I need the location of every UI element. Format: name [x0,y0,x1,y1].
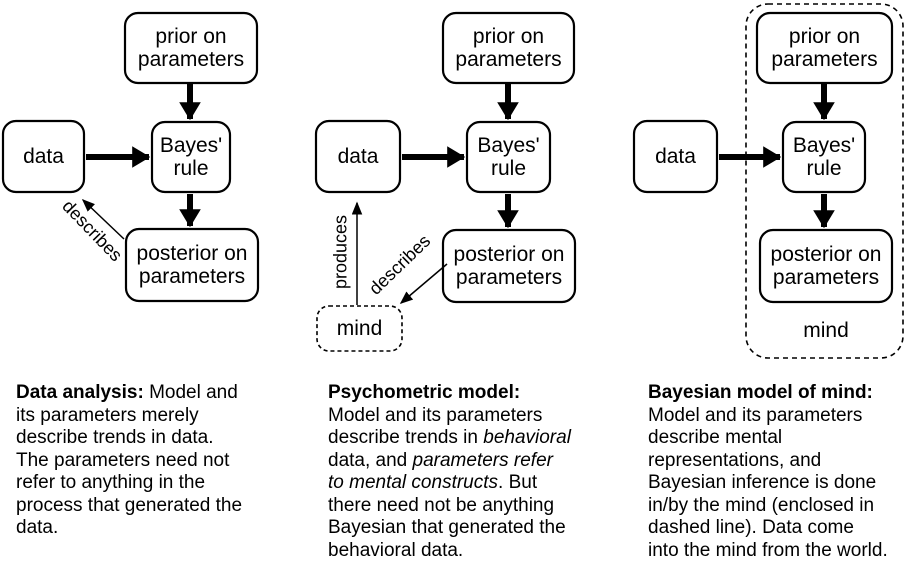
p2-data-box-label: data [337,145,379,168]
caption-line: The parameters need not [16,449,230,471]
p1-arrow-posterior-describes-data [81,198,125,240]
caption-line: dashed line). Data come [648,517,854,538]
caption-line: Model and its parameters [648,404,863,426]
p2-produces-edge-label: produces [330,214,351,290]
caption-line: describe mental [648,427,783,448]
caption-line: Psychometric model: [328,382,521,403]
p2-arrow-posterior-describes-mind [399,263,448,304]
p1-bayes-rule-box [150,120,232,194]
caption-line: into the mind from the world. [648,539,888,561]
caption-psychometric-model: Psychometric model:Model and its paramet… [328,382,613,562]
p3-bayes-rule-box [781,120,867,194]
caption-line: Bayesian inference is done [648,472,877,493]
p2-bayes-rule-box [465,120,552,194]
p3-bayes-rule-box-label: Bayes' rule [792,134,856,180]
p2-data-box [314,119,402,194]
p3-prior-box [755,11,894,85]
caption-line: Bayesian model of mind: [648,382,873,403]
p1-bayes-rule-box-label: Bayes' rule [159,134,223,180]
p2-mind-box-label: mind [336,317,383,340]
caption-line: process that generated the [16,494,243,516]
caption-line: Data analysis: Model and [16,382,238,403]
p1-posterior-box [124,227,260,303]
caption-line: its parameters merely [16,404,199,426]
caption-line: there need not be anything [328,494,555,516]
p2-posterior-box-label: posterior on parameters [453,243,565,289]
caption-line: refer to anything in the [16,472,206,493]
p3-posterior-box [758,228,894,304]
p3-mind-enclosure-label: mind [803,319,849,342]
p2-prior-box-label: prior on parameters [455,25,562,71]
p2-mind-dashed-box [316,305,403,352]
caption-line: to mental constructs. But [328,472,538,493]
caption-line: data. [16,517,59,538]
p3-prior-box-label: prior on parameters [771,25,878,71]
caption-line: Model and its parameters [328,404,543,426]
caption-line: Bayesian that generated the [328,517,566,538]
p2-prior-box [441,11,576,85]
caption-line: behavioral data. [328,539,464,561]
p3-data-box-label: data [655,145,696,168]
caption-bayesian-model-of-mind: Bayesian model of mind:Model and its par… [648,382,918,562]
caption-line: describe trends in behavioral [328,427,571,448]
p1-posterior-box-label: posterior on parameters [136,242,248,288]
caption-line: describe trends in data. [16,427,214,448]
p1-data-box-label: data [23,145,64,168]
caption-line: representations, and [648,449,822,471]
diagram-canvas [1,3,904,359]
p1-prior-box [123,11,259,85]
p1-data-box [1,119,86,194]
p1-prior-box-label: prior on parameters [137,25,245,71]
caption-line: in/by the mind (enclosed in [648,494,875,516]
p2-posterior-box [441,228,577,304]
p3-data-box [632,119,719,194]
p3-posterior-box-label: posterior on parameters [770,243,882,289]
p2-bayes-rule-box-label: Bayes' rule [477,134,540,180]
caption-line: data, and parameters refer [328,449,553,471]
